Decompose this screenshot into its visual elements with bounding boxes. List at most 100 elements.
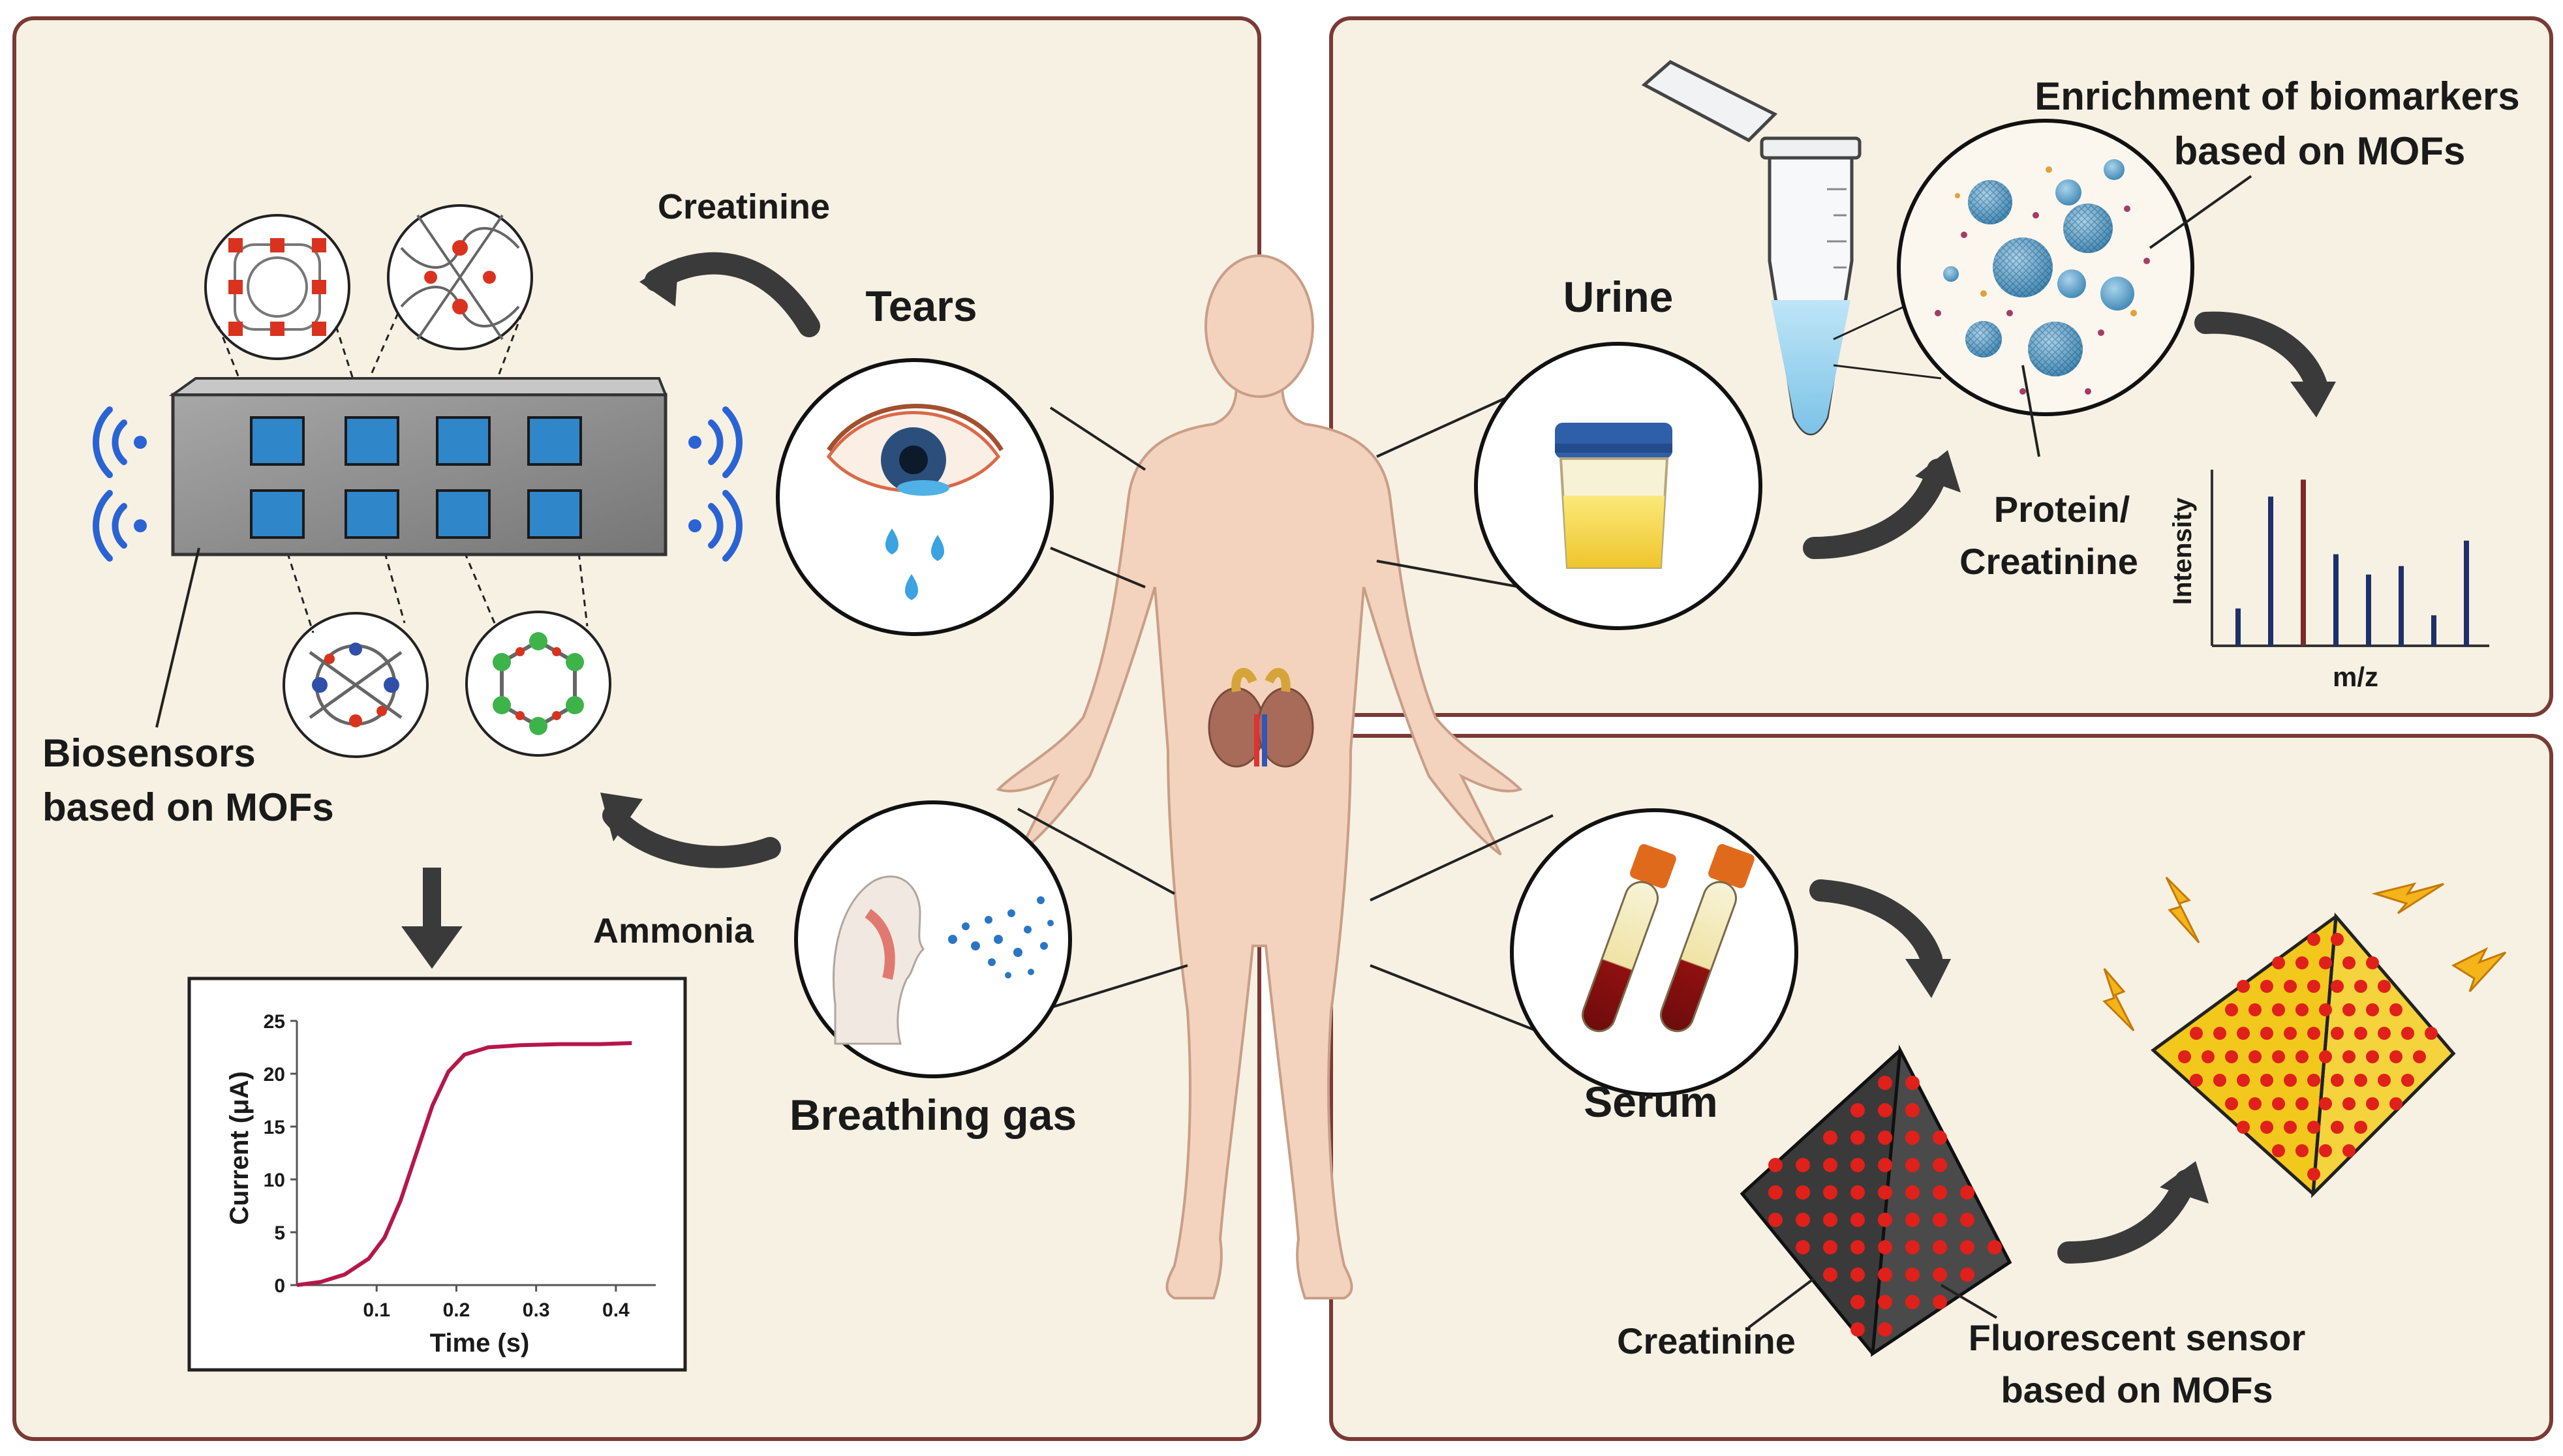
pore-dot bbox=[1823, 1267, 1837, 1282]
mof-sphere-particles bbox=[1943, 159, 2134, 376]
pore-dot bbox=[2237, 1074, 2250, 1087]
pore-dot bbox=[1933, 1185, 1947, 1200]
pore-dot bbox=[1850, 1295, 1865, 1309]
y-tick-label: 5 bbox=[274, 1222, 285, 1244]
pore-dot bbox=[2342, 1003, 2356, 1016]
mof-structure-circle-1 bbox=[204, 214, 350, 360]
pore-dot bbox=[2213, 1074, 2226, 1087]
pore-dot bbox=[1905, 1076, 1920, 1090]
pore-dot bbox=[2237, 980, 2250, 993]
pore-dot bbox=[1905, 1213, 1920, 1227]
pore-dot bbox=[2295, 1144, 2309, 1157]
down-arrow-icon bbox=[401, 868, 463, 969]
tear-drop-icon bbox=[905, 574, 918, 600]
ms-xlabel: m/z bbox=[2333, 661, 2378, 692]
fluorescent-label-line2: based on MOFs bbox=[2001, 1369, 2273, 1410]
pore-dot bbox=[2354, 1074, 2367, 1087]
pore-dot bbox=[2284, 1074, 2297, 1087]
pore-dot bbox=[2307, 933, 2320, 946]
pore-dot bbox=[1933, 1158, 1947, 1172]
blood-tube-icon bbox=[1581, 843, 1676, 1033]
pore-dot bbox=[2307, 1027, 2320, 1040]
pore-dot bbox=[1878, 1267, 1892, 1282]
arrow-to-yellow-mof-icon bbox=[2057, 1161, 2209, 1264]
pore-dot bbox=[1933, 1130, 1947, 1145]
breathing-circle bbox=[794, 800, 1072, 1078]
pore-dot bbox=[2307, 1121, 2320, 1134]
pore-dot bbox=[2284, 1121, 2297, 1134]
pore-dot bbox=[2331, 1121, 2344, 1134]
protein-label-line2: Creatinine bbox=[1959, 541, 2138, 582]
x-tick-label: 0.3 bbox=[523, 1299, 550, 1321]
pore-dot bbox=[2248, 1050, 2262, 1063]
pore-dot bbox=[1960, 1185, 1974, 1200]
kidneys-icon bbox=[1208, 668, 1314, 768]
pore-dot bbox=[2307, 980, 2320, 993]
pore-dot bbox=[2389, 1050, 2402, 1063]
pore-dot bbox=[1850, 1240, 1865, 1254]
pore-dot bbox=[1823, 1185, 1837, 1200]
pore-dot bbox=[1960, 1213, 1974, 1227]
pore-dot bbox=[1905, 1295, 1920, 1309]
tears-label: Tears bbox=[865, 282, 977, 330]
pore-dot bbox=[1933, 1295, 1947, 1309]
mof-structure-circle-2 bbox=[387, 204, 533, 350]
creatinine-bottom-label: Creatinine bbox=[1617, 1320, 1796, 1361]
pore-dot bbox=[2272, 1050, 2285, 1063]
pore-dot bbox=[1905, 1103, 1920, 1117]
pore-dot bbox=[2389, 1003, 2402, 1016]
serum-circle bbox=[1510, 808, 1798, 1097]
y-tick-label: 15 bbox=[264, 1117, 285, 1138]
pore-dot bbox=[2272, 1097, 2285, 1110]
pore-dot bbox=[2213, 1027, 2226, 1040]
pore-dot bbox=[1905, 1185, 1920, 1200]
current-chart-xlabel: Time (s) bbox=[430, 1329, 530, 1357]
pore-dot bbox=[2295, 1050, 2309, 1063]
x-tick-label: 0.2 bbox=[443, 1299, 470, 1321]
pore-dot bbox=[1850, 1158, 1865, 1172]
y-tick-label: 25 bbox=[264, 1011, 285, 1033]
mass-spec-chart: m/z Intensity bbox=[2168, 470, 2489, 692]
yellow-mof-octahedron bbox=[2151, 912, 2456, 1198]
gas-particles bbox=[948, 896, 1054, 978]
pore-dot bbox=[2307, 1168, 2320, 1181]
pore-dot bbox=[1768, 1213, 1783, 1227]
y-tick-label: 20 bbox=[264, 1064, 285, 1085]
head-profile-icon bbox=[833, 875, 925, 1045]
pore-dot bbox=[2401, 1074, 2414, 1087]
pore-dot bbox=[2307, 1074, 2320, 1087]
urine-circle bbox=[1474, 342, 1762, 630]
pore-dot bbox=[1960, 1267, 1974, 1282]
arrow-ammonia-icon bbox=[600, 793, 781, 868]
mof-structure-circle-4 bbox=[465, 611, 611, 757]
y-tick-label: 10 bbox=[264, 1170, 285, 1191]
wifi-icon bbox=[688, 406, 743, 562]
urine-cup-icon bbox=[1555, 423, 1672, 569]
tear-drop-icon bbox=[885, 528, 898, 554]
pore-dot bbox=[2284, 1027, 2297, 1040]
pore-dot bbox=[1878, 1213, 1892, 1227]
pore-dot bbox=[2295, 1097, 2309, 1110]
pore-dot bbox=[1823, 1130, 1837, 1145]
ammonia-label: Ammonia bbox=[593, 911, 754, 950]
arrow-to-enrichment-icon bbox=[1803, 450, 1961, 559]
pore-dot bbox=[2366, 1050, 2379, 1063]
pore-dot bbox=[2413, 1050, 2426, 1063]
pore-dot bbox=[2248, 1097, 2262, 1110]
pore-dot bbox=[2272, 1003, 2285, 1016]
pore-dot bbox=[2225, 1003, 2238, 1016]
pore-dot bbox=[2342, 1097, 2356, 1110]
pore-dot bbox=[1878, 1185, 1892, 1200]
current-series-line bbox=[296, 1041, 632, 1287]
enrichment-label-line2: based on MOFs bbox=[2174, 129, 2466, 173]
pore-dot bbox=[2331, 1027, 2344, 1040]
arrow-to-dark-mof-icon bbox=[1809, 879, 1951, 998]
lightning-icon bbox=[2102, 876, 2507, 1032]
pore-dot bbox=[2190, 1027, 2203, 1040]
biosensor-chip bbox=[168, 377, 668, 556]
enrichment-circle bbox=[1897, 119, 2194, 416]
pore-dot bbox=[2378, 1074, 2391, 1087]
pore-dot bbox=[2331, 980, 2344, 993]
pore-dot bbox=[2272, 1144, 2285, 1157]
